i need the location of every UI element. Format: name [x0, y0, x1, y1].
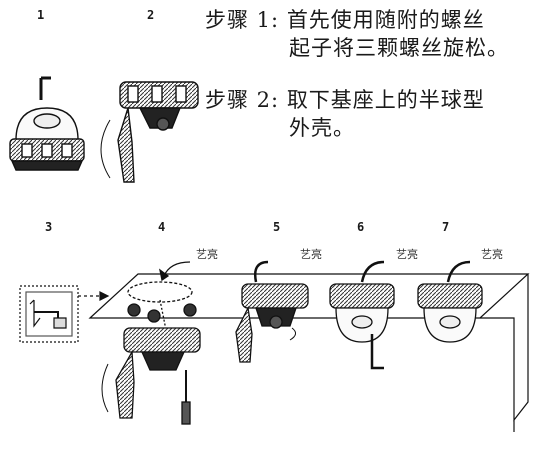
dome-camera-tightening-drawing: [329, 260, 395, 370]
figure-label-6: 6: [357, 220, 365, 234]
step-2-label: 步骤 2:: [205, 88, 280, 112]
ceiling-label-7: 艺亮: [481, 248, 503, 261]
step-2-text-line1: 取下基座上的半球型: [286, 88, 485, 112]
figure-label-4: 4: [158, 220, 166, 234]
screw-detail-box-drawing: [19, 285, 110, 343]
figure-label-1: 1: [37, 8, 45, 22]
step-1-text-line1: 首先使用随附的螺丝: [286, 8, 485, 32]
camera-base-drawing: [100, 81, 199, 183]
step-2-text-line2: 外壳。: [289, 116, 355, 140]
completed-dome-camera-drawing: [417, 260, 483, 343]
step-1-instruction: 步骤 1: 首先使用随附的螺丝 起子将三颗螺丝旋松。: [205, 6, 509, 62]
exploded-camera-drawing: [101, 261, 201, 425]
figure-label-7: 7: [442, 220, 450, 234]
mounted-camera-drawing: [235, 260, 309, 363]
dome-camera-with-screwdriver-drawing: [9, 76, 85, 171]
step-2-instruction: 步骤 2: 取下基座上的半球型 外壳。: [205, 86, 485, 142]
ceiling-label-4: 艺亮: [196, 248, 218, 261]
step-1-label: 步骤 1:: [205, 8, 280, 32]
ceiling-label-6: 艺亮: [396, 248, 418, 261]
step-1-text-line2: 起子将三颗螺丝旋松。: [289, 36, 509, 60]
figure-label-2: 2: [147, 8, 155, 22]
figure-label-5: 5: [273, 220, 281, 234]
ceiling-label-5: 艺亮: [300, 248, 322, 261]
figure-label-3: 3: [45, 220, 53, 234]
